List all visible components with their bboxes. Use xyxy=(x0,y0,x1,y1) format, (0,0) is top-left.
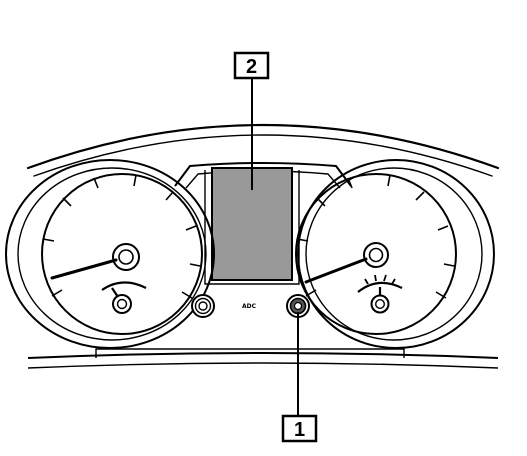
right-gauge-needle xyxy=(304,257,368,284)
callout-2: 2 xyxy=(233,51,270,80)
display-frame xyxy=(204,170,300,285)
right-gauge-dial xyxy=(295,173,457,335)
left-knob[interactable] xyxy=(191,294,215,318)
left-gauge xyxy=(5,159,215,349)
dashboard-base xyxy=(27,348,499,369)
left-subgauge-hub-inner xyxy=(116,298,128,310)
callout-1-label: 1 xyxy=(294,419,305,441)
left-gauge-bezel-outer xyxy=(5,159,215,349)
callout-2-label: 2 xyxy=(246,56,257,78)
right-gauge-ticks xyxy=(296,174,455,299)
left-subgauge-arc xyxy=(101,281,147,291)
right-gauge-bezel-inner xyxy=(305,167,483,341)
left-gauge-dial xyxy=(41,173,203,335)
center-label: ADC xyxy=(242,303,257,310)
left-gauge-needle xyxy=(50,258,118,280)
left-gauge-ticks xyxy=(42,174,201,299)
right-subgauge-hub-inner xyxy=(375,299,386,310)
right-gauge-bezel-outer xyxy=(297,159,495,349)
dashboard-hood xyxy=(26,123,500,177)
right-subgauge-arc xyxy=(357,281,403,293)
right-subgauge-ticks xyxy=(364,274,396,285)
right-gauge-hub-inner xyxy=(368,247,384,263)
callout-1: 1 xyxy=(281,414,318,443)
right-gauge xyxy=(295,159,495,349)
left-gauge-hub-inner xyxy=(118,249,134,265)
right-knob[interactable] xyxy=(286,294,310,318)
left-gauge-bezel-inner xyxy=(17,167,207,341)
